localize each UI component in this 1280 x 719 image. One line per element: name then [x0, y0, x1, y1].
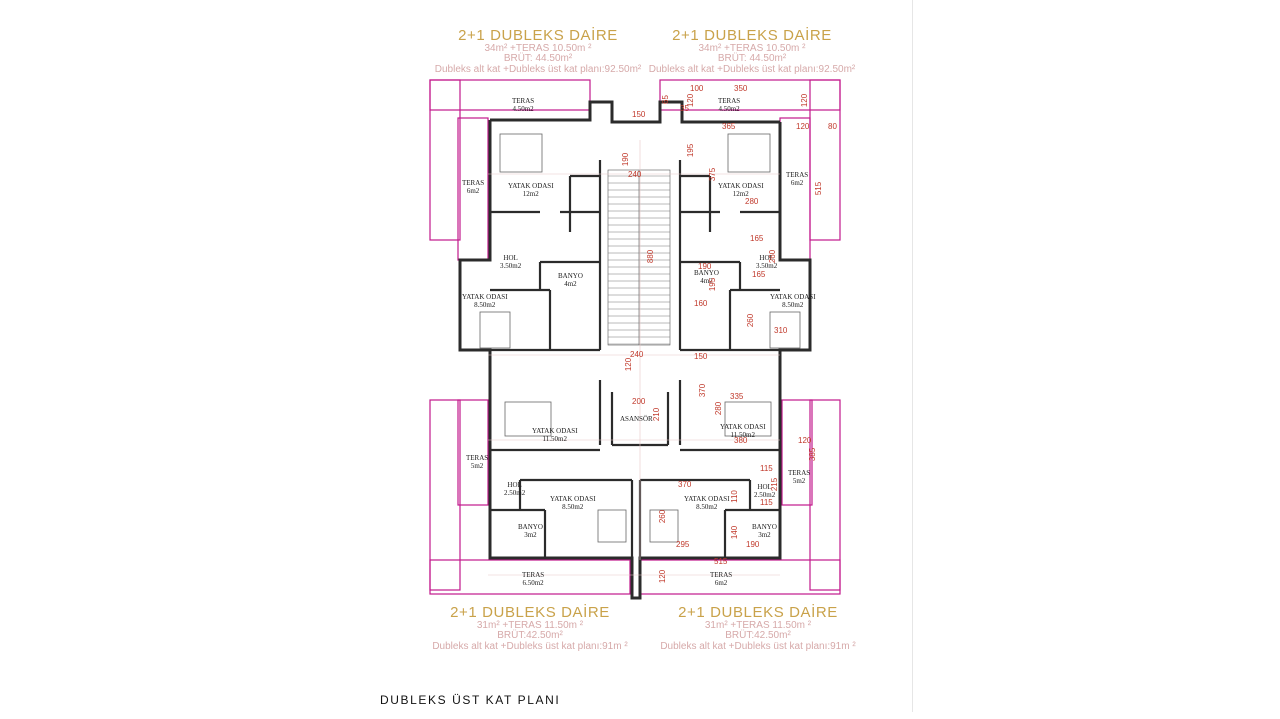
unit-brut: BRÜT: 44.50m² [717, 53, 787, 65]
unit-area: 34m² +TERAS 10.50m ² [698, 42, 806, 54]
dimension-label: 120 [624, 357, 634, 372]
dimension-label: 260 [658, 509, 668, 524]
unit-label-top-right: 2+1 DUBLEKS DAİRE 34m² +TERAS 10.50m ² B… [632, 28, 872, 75]
dimension-label: 310 [774, 326, 788, 335]
unit-title: 2+1 DUBLEKS DAİRE [450, 604, 610, 621]
unit-brut: BRÜT:42.50m² [725, 630, 791, 642]
unit-total: Dubleks alt kat +Dubleks üst kat planı:9… [660, 640, 856, 652]
unit-title: 2+1 DUBLEKS DAİRE [678, 604, 838, 621]
dimension-label: 65 [660, 95, 670, 104]
dimension-label: 210 [652, 407, 662, 422]
unit-total: Dubleks alt kat +Dubleks üst kat planı:9… [648, 63, 856, 75]
dimension-lines [488, 140, 780, 576]
dimension-label: 335 [730, 392, 744, 401]
dimension-label: 240 [630, 350, 644, 359]
dimension-label: 120 [798, 436, 812, 445]
dimension-label: 150 [632, 110, 646, 119]
unit-total: Dubleks alt kat +Dubleks üst kat planı:9… [432, 640, 628, 652]
dimension-label: 120 [796, 122, 810, 131]
dimension-label: 195 [686, 143, 696, 158]
furniture [479, 133, 801, 543]
dimension-label: 35 [680, 104, 689, 113]
dimension-label: 350 [734, 84, 748, 93]
unit-brut: BRÜT:42.50m² [497, 630, 563, 642]
dimension-label: 190 [621, 152, 631, 167]
unit-label-bottom-left: 2+1 DUBLEKS DAİRE 31m² +TERAS 11.50m ² B… [410, 605, 650, 652]
unit-brut: BRÜT: 44.50m² [503, 53, 573, 65]
dimension-label: 120 [686, 93, 696, 108]
unit-title: 2+1 DUBLEKS DAİRE [458, 27, 618, 44]
stair-treads [607, 169, 671, 346]
unit-total: Dubleks alt kat +Dubleks üst kat planı:9… [434, 63, 642, 75]
unit-label-bottom-right: 2+1 DUBLEKS DAİRE 31m² +TERAS 11.50m ² B… [638, 605, 878, 652]
unit-area: 31m² +TERAS 11.50m ² [704, 619, 812, 631]
dimension-label: 195 [708, 277, 718, 292]
dimension-label: 120 [800, 93, 810, 108]
dimension-label: 100 [690, 84, 704, 93]
dimension-label: 140 [730, 525, 740, 540]
dimension-label: 240 [628, 170, 642, 179]
dimension-label: 370 [678, 480, 692, 489]
dimension-label: 80 [828, 122, 837, 131]
dimension-label: 280 [714, 401, 724, 416]
dimension-label: 370 [698, 383, 708, 398]
dimension-label: 115 [760, 498, 773, 507]
dimension-label: 385 [808, 447, 818, 462]
dimension-label: 190 [698, 262, 712, 271]
dimension-label: 380 [734, 436, 748, 445]
dimension-label: 280 [745, 197, 759, 206]
unit-label-top-left: 2+1 DUBLEKS DAİRE 34m² +TERAS 10.50m ² B… [418, 28, 658, 75]
dimension-label: 365 [722, 122, 736, 131]
dimension-label: 160 [694, 299, 708, 308]
unit-area: 31m² +TERAS 11.50m ² [476, 619, 584, 631]
dimension-label: 260 [746, 313, 756, 328]
dimension-label: 880 [646, 249, 656, 264]
dimension-label: 215 [770, 477, 780, 492]
dimension-label: 200 [632, 397, 646, 406]
unit-area: 34m² +TERAS 10.50m ² [484, 42, 592, 54]
dimension-label: 165 [752, 270, 766, 279]
dimension-label: 515 [814, 181, 824, 196]
dimension-label: 515 [714, 557, 728, 566]
dimension-label: 260 [768, 249, 778, 264]
dimension-label: 190 [746, 540, 760, 549]
dimension-label: 165 [750, 234, 764, 243]
dimension-label: 295 [676, 540, 690, 549]
dimension-label: 110 [729, 490, 739, 503]
room-label: ASANSÖR [620, 415, 653, 423]
dimension-label: 120 [658, 569, 668, 584]
dimension-label: 375 [708, 167, 718, 182]
unit-title: 2+1 DUBLEKS DAİRE [672, 27, 832, 44]
dimension-label: 150 [694, 352, 708, 361]
dimension-label: 115 [760, 464, 773, 473]
plan-title: DUBLEKS ÜST KAT PLANI [380, 693, 561, 707]
